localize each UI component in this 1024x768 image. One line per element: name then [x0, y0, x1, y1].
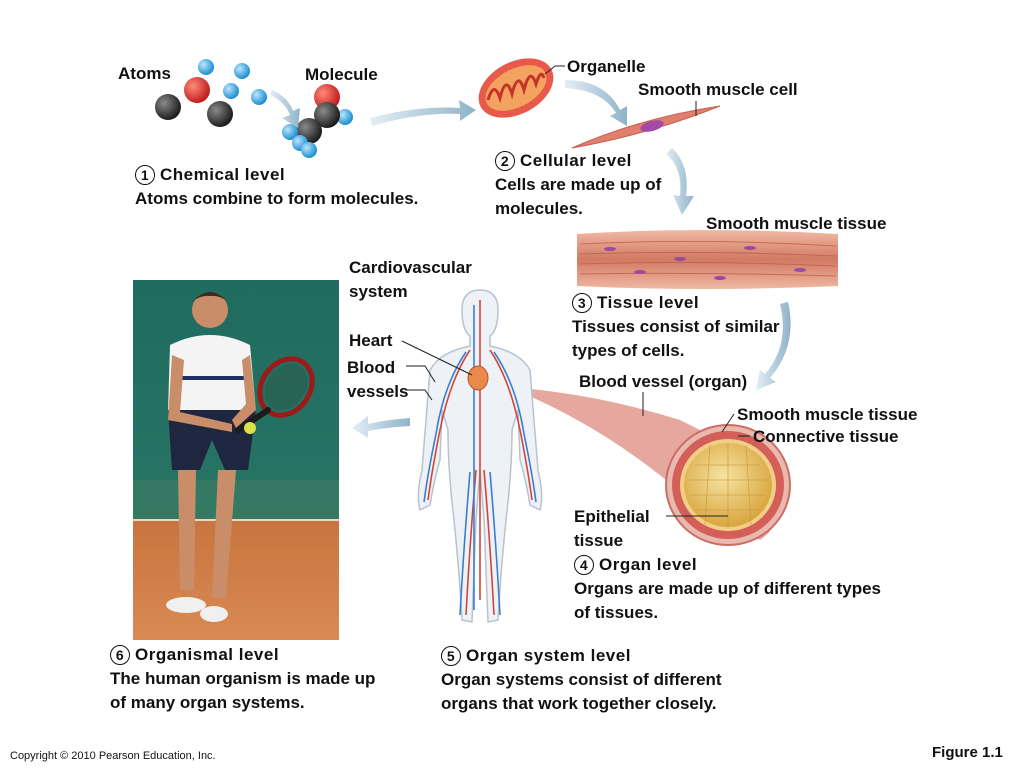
- level-description: molecules.: [495, 199, 583, 218]
- level-number-badge: 5: [441, 646, 461, 666]
- epithelial-tissue-label-line1: Epithelial: [574, 507, 650, 526]
- smooth-muscle-tissue-label: Smooth muscle tissue: [706, 214, 887, 233]
- copyright-notice: Copyright © 2010 Pearson Education, Inc.: [10, 750, 216, 762]
- level-description: Tissues consist of similar: [572, 317, 780, 336]
- epithelial-tissue-label-line2: tissue: [574, 531, 624, 550]
- figure-number: Figure 1.1: [932, 744, 1003, 761]
- organism-photo: [133, 280, 339, 640]
- level-number-badge: 2: [495, 151, 515, 171]
- progression-arrows: [270, 80, 791, 438]
- heart-label: Heart: [349, 331, 393, 350]
- cardiovascular-figure: [417, 289, 543, 623]
- level-description: of many organ systems.: [110, 693, 305, 712]
- level-4-caption: 4 Organ level Organs are made up of diffe…: [574, 553, 881, 625]
- level-number-badge: 6: [110, 645, 130, 665]
- level-number-badge: 1: [135, 165, 155, 185]
- level-6-caption: 6 Organismal level The human organism is …: [110, 643, 375, 715]
- level-description: types of cells.: [572, 341, 685, 360]
- cardiovascular-label-line1: Cardiovascular: [349, 258, 472, 277]
- level-description: of tissues.: [574, 603, 659, 622]
- blood-vessel-organ-label: Blood vessel (organ): [579, 372, 748, 391]
- level-description: The human organism is made up: [110, 669, 376, 688]
- level-description: Organ systems consist of different: [441, 670, 722, 689]
- smooth-muscle-cell-label: Smooth muscle cell: [638, 80, 798, 99]
- organ-smooth-muscle-tissue-label: Smooth muscle tissue: [737, 405, 918, 424]
- level-1-caption: 1 Chemical level Atoms combine to form mo…: [135, 163, 418, 211]
- level-title: Organ level: [599, 555, 698, 574]
- molecule-illustration: [282, 84, 353, 158]
- smooth-muscle-tissue-illustration: [577, 230, 838, 289]
- level-number-badge: 3: [572, 293, 592, 313]
- level-description: Atoms combine to form molecules.: [135, 189, 419, 208]
- level-3-caption: 3 Tissue level Tissues consist of similar…: [572, 291, 780, 363]
- atoms-illustration: [155, 59, 267, 127]
- blood-vessels-label-line1: Blood: [347, 358, 396, 377]
- level-2-caption: 2 Cellular level Cells are made up of mol…: [495, 149, 661, 221]
- organelle-label: Organelle: [567, 57, 646, 76]
- level-title: Organ system level: [466, 646, 631, 665]
- blood-vessel-illustration: [520, 388, 791, 546]
- cardiovascular-label-line2: system: [349, 282, 408, 301]
- level-title: Cellular level: [520, 151, 632, 170]
- level-description: organs that work together closely.: [441, 694, 717, 713]
- organelle-illustration: [478, 58, 554, 118]
- level-title: Chemical level: [160, 165, 286, 184]
- level-title: Tissue level: [597, 293, 700, 312]
- connective-tissue-label: Connective tissue: [753, 427, 899, 446]
- atoms-label: Atoms: [118, 64, 171, 83]
- blood-vessels-label-line2: vessels: [347, 382, 409, 401]
- level-description: Cells are made up of: [495, 175, 662, 194]
- molecule-label: Molecule: [305, 65, 378, 84]
- leader-lines: [401, 65, 750, 517]
- level-5-caption: 5 Organ system level Organ systems consis…: [441, 644, 722, 716]
- level-title: Organismal level: [135, 645, 280, 664]
- smooth-muscle-cell-illustration: [571, 105, 721, 149]
- level-description: Organs are made up of different types: [574, 579, 882, 598]
- level-number-badge: 4: [574, 555, 594, 575]
